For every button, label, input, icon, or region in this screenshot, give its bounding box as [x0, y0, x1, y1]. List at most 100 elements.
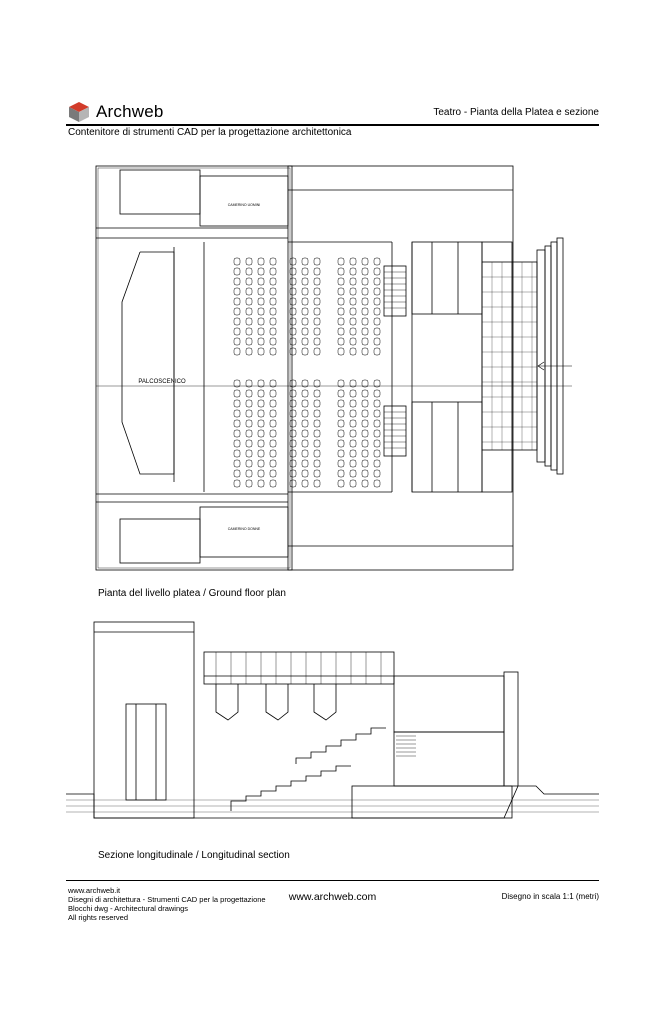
seat — [269, 307, 277, 316]
archweb-cube-icon — [69, 102, 89, 122]
seat — [361, 479, 369, 488]
seat — [361, 287, 369, 296]
seat — [289, 409, 297, 418]
seat — [361, 459, 369, 468]
footer-rule — [66, 880, 599, 881]
seat — [233, 277, 241, 286]
seat — [269, 479, 277, 488]
seat — [313, 379, 321, 388]
seat — [373, 399, 381, 408]
seat — [361, 277, 369, 286]
seat — [289, 469, 297, 478]
seat — [349, 389, 357, 398]
seat — [269, 337, 277, 346]
seat — [257, 327, 265, 336]
seat — [349, 469, 357, 478]
seat — [313, 469, 321, 478]
seat — [233, 267, 241, 276]
seat — [289, 307, 297, 316]
seat — [233, 449, 241, 458]
seat — [373, 267, 381, 276]
seat — [269, 267, 277, 276]
seat — [373, 277, 381, 286]
seat — [313, 337, 321, 346]
footer-line-website[interactable]: www.archweb.it — [68, 886, 121, 895]
seat — [361, 409, 369, 418]
seat — [233, 479, 241, 488]
seat — [337, 307, 345, 316]
seat — [257, 449, 265, 458]
seat — [257, 257, 265, 266]
seat — [373, 419, 381, 428]
seat — [337, 399, 345, 408]
seat — [301, 297, 309, 306]
seat — [349, 439, 357, 448]
footer-line-description: Disegni di architettura - Strumenti CAD … — [68, 895, 266, 904]
seat — [245, 439, 253, 448]
seat — [373, 459, 381, 468]
seat — [337, 267, 345, 276]
stage-label: PALCOSCENICO — [138, 379, 186, 385]
seat — [313, 419, 321, 428]
seat — [337, 337, 345, 346]
seat — [257, 347, 265, 356]
header-rule — [66, 124, 599, 126]
seat — [301, 429, 309, 438]
seat — [301, 287, 309, 296]
seat — [301, 379, 309, 388]
seat — [269, 469, 277, 478]
seat — [257, 337, 265, 346]
seat — [245, 429, 253, 438]
seat — [313, 277, 321, 286]
seat — [373, 307, 381, 316]
footer-website-link[interactable]: www.archweb.com — [288, 891, 377, 903]
seat — [233, 287, 241, 296]
seat — [301, 399, 309, 408]
seat — [245, 449, 253, 458]
seat — [257, 409, 265, 418]
seat — [269, 277, 277, 286]
seat — [349, 459, 357, 468]
seat — [301, 449, 309, 458]
seat — [289, 337, 297, 346]
seat — [233, 389, 241, 398]
seat — [349, 347, 357, 356]
seat — [269, 419, 277, 428]
seat — [361, 267, 369, 276]
seat — [349, 479, 357, 488]
seat — [313, 389, 321, 398]
seat — [245, 267, 253, 276]
seat — [361, 449, 369, 458]
seat — [349, 287, 357, 296]
seat — [337, 347, 345, 356]
seat — [313, 449, 321, 458]
seat — [349, 307, 357, 316]
footer-credits: www.archweb.it Disegni di architettura -… — [68, 886, 266, 922]
seat — [349, 327, 357, 336]
seat — [361, 439, 369, 448]
seat — [289, 429, 297, 438]
seat — [301, 307, 309, 316]
seat — [233, 469, 241, 478]
seat — [337, 449, 345, 458]
seat — [257, 399, 265, 408]
seat — [245, 469, 253, 478]
seat — [245, 337, 253, 346]
seat — [373, 379, 381, 388]
seat — [289, 267, 297, 276]
seat — [245, 287, 253, 296]
seat — [337, 257, 345, 266]
seat — [349, 419, 357, 428]
seat — [361, 347, 369, 356]
seat — [349, 399, 357, 408]
seat — [373, 449, 381, 458]
seat — [233, 429, 241, 438]
seat — [373, 479, 381, 488]
seat — [301, 257, 309, 266]
ground-floor-plan: PALCOSCENICO CAMERINO UOMINI CAMERINO DO… — [95, 165, 572, 571]
seat — [313, 257, 321, 266]
drawing-subtitle: Contenitore di strumenti CAD per la prog… — [68, 127, 352, 138]
seat — [289, 327, 297, 336]
seat — [245, 459, 253, 468]
seat — [361, 307, 369, 316]
